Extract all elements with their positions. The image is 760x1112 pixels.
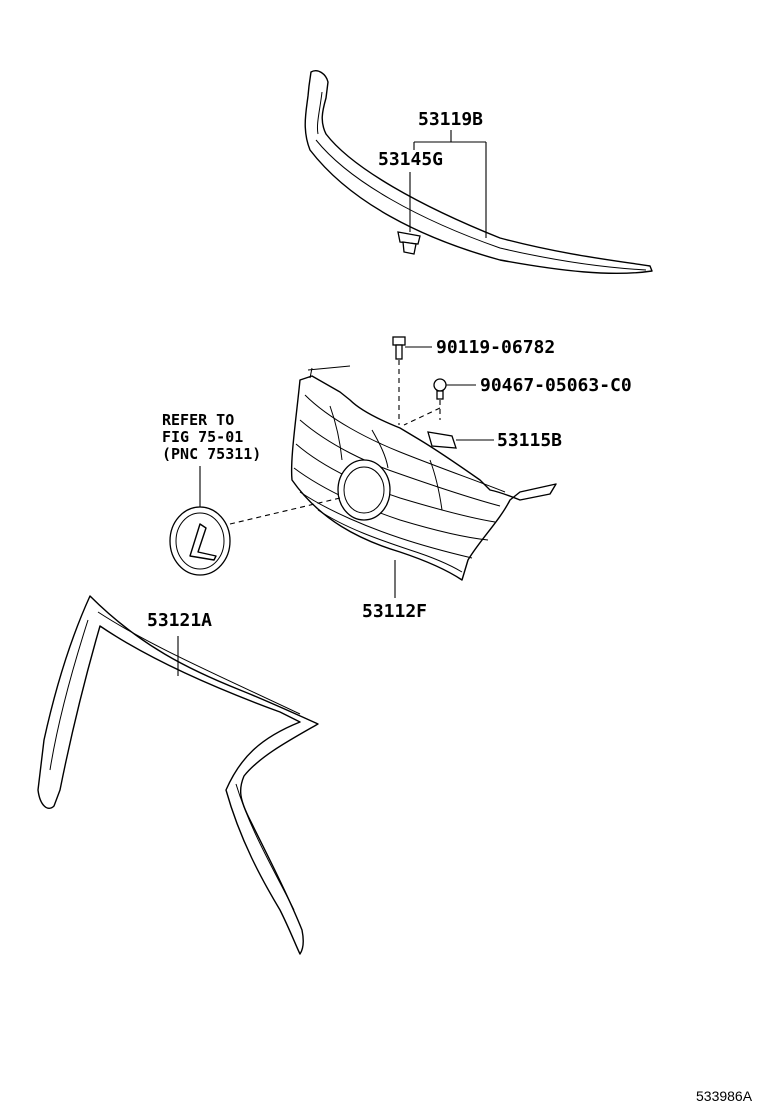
bolt-90119 xyxy=(392,336,432,425)
label-53112F: 53112F xyxy=(362,601,428,622)
refer-note-line1: REFER TO xyxy=(162,411,235,429)
emblem xyxy=(169,466,341,576)
refer-note-line2: FIG 75-01 xyxy=(162,428,244,446)
grille-53112F xyxy=(290,365,557,598)
diagram-code: 533986A xyxy=(696,1088,753,1104)
refer-note-line3: (PNC 75311) xyxy=(162,445,262,463)
label-53119B: 53119B xyxy=(418,109,484,130)
garnish-53121A xyxy=(37,595,319,955)
label-90119-06782: 90119-06782 xyxy=(436,337,556,358)
refer-note: REFER TO FIG 75-01 (PNC 75311) xyxy=(162,412,261,463)
upper-molding-53119B xyxy=(304,70,653,275)
label-53145G: 53145G xyxy=(378,149,444,170)
clip-53145G xyxy=(397,231,421,255)
nut-90467 xyxy=(403,378,476,426)
bracket-53115B xyxy=(427,431,494,449)
leaders-top xyxy=(409,130,487,238)
label-90467-05063-C0: 90467-05063-C0 xyxy=(480,375,632,396)
label-53121A: 53121A xyxy=(147,610,213,631)
label-53115B: 53115B xyxy=(497,430,563,451)
